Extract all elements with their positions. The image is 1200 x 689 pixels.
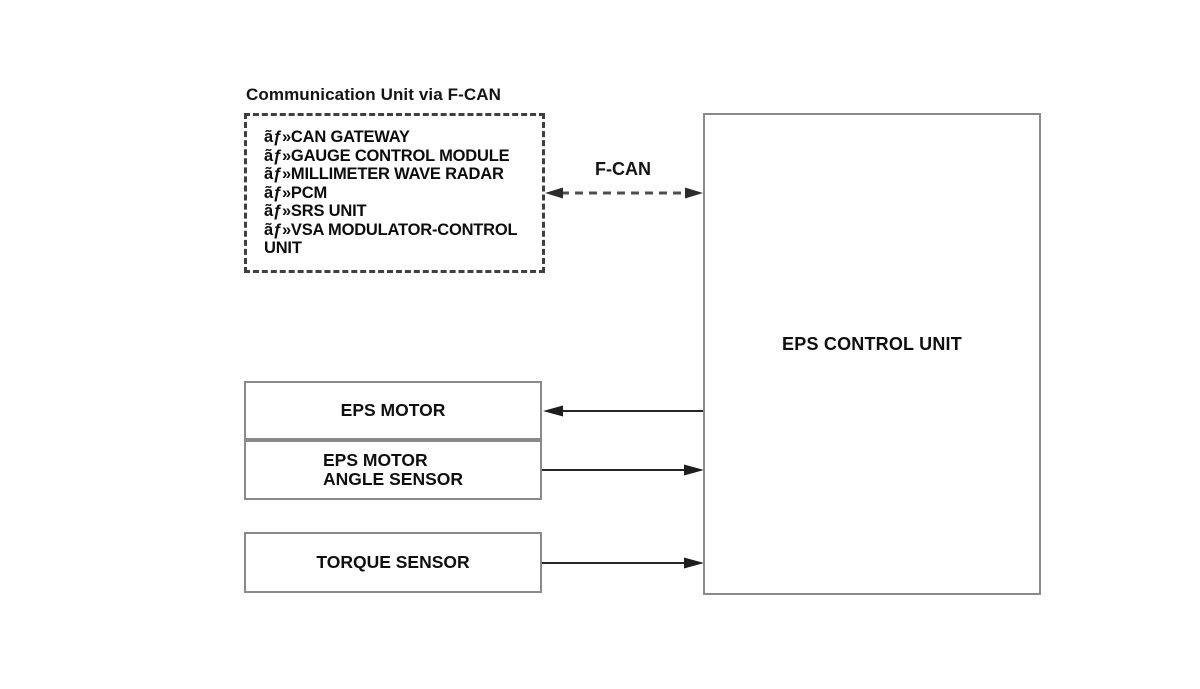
eps-motor-label: EPS MOTOR xyxy=(340,400,446,420)
comm-item-srs-unit: ãƒ»SRS UNIT xyxy=(264,202,367,220)
comm-item-gauge-control-module: ãƒ»GAUGE CONTROL MODULE xyxy=(264,146,510,165)
fcan-label: F-CAN xyxy=(595,159,651,179)
comm-item-vsa-modulator-control-unit: ãƒ»VSA MODULATOR-CONTROL UNIT xyxy=(264,220,518,258)
torque-sensor-label: TORQUE SENSOR xyxy=(316,552,470,572)
eps-control-unit-label: EPS CONTROL UNIT xyxy=(782,333,962,354)
arrow-from-torque-sensor xyxy=(542,557,704,569)
eps-motor-box: EPS MOTOR xyxy=(244,381,542,440)
comm-item-can-gateway: ãƒ»CAN GATEWAY xyxy=(264,128,410,146)
angle-sensor-label-line2: ANGLE SENSOR xyxy=(322,469,464,489)
fcan-dashed-arrow xyxy=(545,187,703,199)
comm-item-pcm: ãƒ»PCM xyxy=(264,183,327,202)
angle-sensor-label-line1: EPS MOTOR xyxy=(322,450,428,470)
communication-unit-box: ãƒ»CAN GATEWAY ãƒ»GAUGE CONTROL MODULE ã… xyxy=(244,113,545,273)
eps-motor-angle-sensor-label: EPS MOTOR ANGLE SENSOR xyxy=(323,451,463,489)
eps-motor-angle-sensor-box: EPS MOTOR ANGLE SENSOR xyxy=(244,440,542,500)
arrow-to-eps-motor xyxy=(543,405,704,417)
arrow-from-angle-sensor xyxy=(542,464,704,476)
comm-item-millimeter-wave-radar: ãƒ»MILLIMETER WAVE RADAR xyxy=(264,165,504,183)
eps-control-unit-box: EPS CONTROL UNIT xyxy=(703,113,1041,595)
torque-sensor-box: TORQUE SENSOR xyxy=(244,532,542,593)
communication-unit-title: Communication Unit via F-CAN xyxy=(246,85,501,104)
